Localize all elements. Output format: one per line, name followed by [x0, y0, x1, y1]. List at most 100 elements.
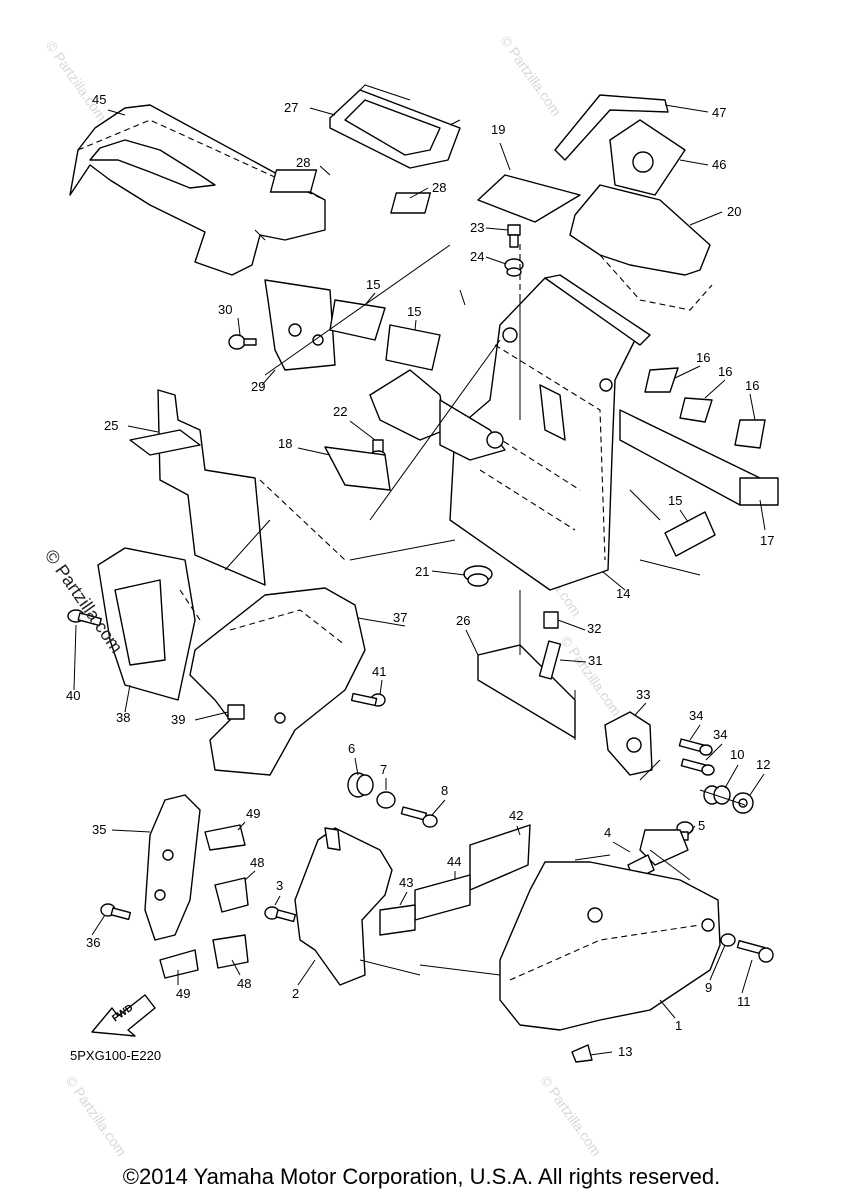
callout: 18	[278, 436, 292, 451]
part-48-clip-upper	[214, 877, 249, 913]
diagram-code: 5PXG100-E220	[70, 1048, 161, 1063]
callout: 34	[713, 727, 727, 742]
part-49-clip-upper	[204, 824, 246, 851]
part-23-bolt	[507, 224, 521, 248]
callout: 31	[588, 653, 602, 668]
callout: 9	[705, 980, 712, 995]
leader-lines	[73, 104, 766, 1056]
callout: 15	[668, 493, 682, 508]
part-17-bar	[619, 409, 779, 506]
part-16-pad-c	[734, 419, 766, 449]
callout: 32	[587, 621, 601, 636]
part-39-clip	[227, 704, 245, 720]
callout: 42	[509, 808, 523, 823]
part-38-bracket	[97, 547, 196, 701]
part-46-47-strap	[554, 94, 686, 196]
part-31-tube	[538, 640, 562, 680]
part-12-grommet	[732, 792, 754, 814]
part-41-bolt	[350, 692, 386, 707]
callout: 16	[745, 378, 759, 393]
callout: 28	[296, 155, 310, 170]
callout: 6	[348, 741, 355, 756]
callout: 46	[712, 157, 726, 172]
callout: 20	[727, 204, 741, 219]
part-25-shield	[129, 389, 266, 586]
callout: 19	[491, 122, 505, 137]
callout: 49	[176, 986, 190, 1001]
callout: 22	[333, 404, 347, 419]
part-34-bolt-a	[678, 738, 713, 756]
callout: 34	[689, 708, 703, 723]
part-21-grommet	[463, 565, 493, 587]
callout-labels: 45 27 28 28 19 47 46 20 23 24 15 15 30 2…	[66, 92, 774, 1059]
part-24-grommet	[504, 258, 524, 277]
callout: 35	[92, 822, 106, 837]
callout: 43	[399, 875, 413, 890]
callout: 41	[372, 664, 386, 679]
callout: 11	[737, 994, 751, 1009]
callout: 2	[292, 986, 299, 1001]
callout: 3	[276, 878, 283, 893]
callout: 14	[616, 586, 630, 601]
part-10-collar	[703, 785, 731, 805]
svg-text:© Partzilla.com: © Partzilla.com	[538, 1073, 605, 1159]
callout: 37	[393, 610, 407, 625]
callout: 1	[675, 1018, 682, 1033]
copyright-notice: ©2014 Yamaha Motor Corporation, U.S.A. A…	[122, 1164, 721, 1189]
callout: 8	[441, 783, 448, 798]
callout: 40	[66, 688, 80, 703]
callout: 5	[698, 818, 705, 833]
svg-text:© Partzilla.com: © Partzilla.com	[498, 33, 565, 119]
callout: 28	[432, 180, 446, 195]
part-2-side-panel	[294, 827, 393, 986]
callout: 12	[756, 757, 770, 772]
assembly-lines	[179, 229, 746, 976]
part-15-pad-b	[385, 324, 441, 371]
part-43-pad	[379, 904, 416, 936]
callout: 26	[456, 613, 470, 628]
callout: 47	[712, 105, 726, 120]
part-27-tray	[329, 84, 461, 169]
part-6-grommet	[347, 772, 374, 798]
part-37-side-cover	[189, 587, 366, 776]
part-44-pad	[414, 874, 471, 921]
part-26-pad	[477, 644, 576, 739]
callout: 16	[718, 364, 732, 379]
part-40-bolt	[67, 609, 102, 627]
part-11-bolt	[736, 940, 774, 963]
callout: 24	[470, 249, 484, 264]
callout: 15	[366, 277, 380, 292]
callout: 15	[407, 304, 421, 319]
callout: 13	[618, 1044, 632, 1059]
part-42-pad	[469, 824, 531, 891]
callout: 45	[92, 92, 106, 107]
callout: 30	[218, 302, 232, 317]
callout: 25	[104, 418, 118, 433]
callout: 23	[470, 220, 484, 235]
fwd-arrow-icon: FWD	[91, 994, 156, 1037]
part-15-pad-a	[329, 299, 386, 341]
svg-text:© Partzilla.com: © Partzilla.com	[43, 38, 110, 124]
callout: 21	[415, 564, 429, 579]
part-30-clip	[228, 334, 257, 350]
callout: 4	[604, 825, 611, 840]
part-34-bolt-b	[680, 758, 715, 776]
part-36-bolt	[100, 903, 132, 921]
part-48-clip-lower	[212, 934, 249, 969]
part-49-clip-lower	[159, 949, 199, 979]
part-1-side-cover	[499, 861, 721, 1031]
callout: 38	[116, 710, 130, 725]
callout: 39	[171, 712, 185, 727]
part-28-pad-b	[390, 192, 432, 214]
part-20-plate	[569, 184, 713, 311]
part-14-battery-box	[449, 274, 651, 591]
part-32-fitting	[543, 611, 559, 629]
callout: 44	[447, 854, 461, 869]
part-29-bracket	[264, 279, 336, 371]
callout: 27	[284, 100, 298, 115]
part-16-pad-a	[644, 367, 679, 393]
part-13-grommet	[571, 1044, 593, 1063]
callout: 48	[250, 855, 264, 870]
part-15-pad-c	[664, 511, 716, 557]
